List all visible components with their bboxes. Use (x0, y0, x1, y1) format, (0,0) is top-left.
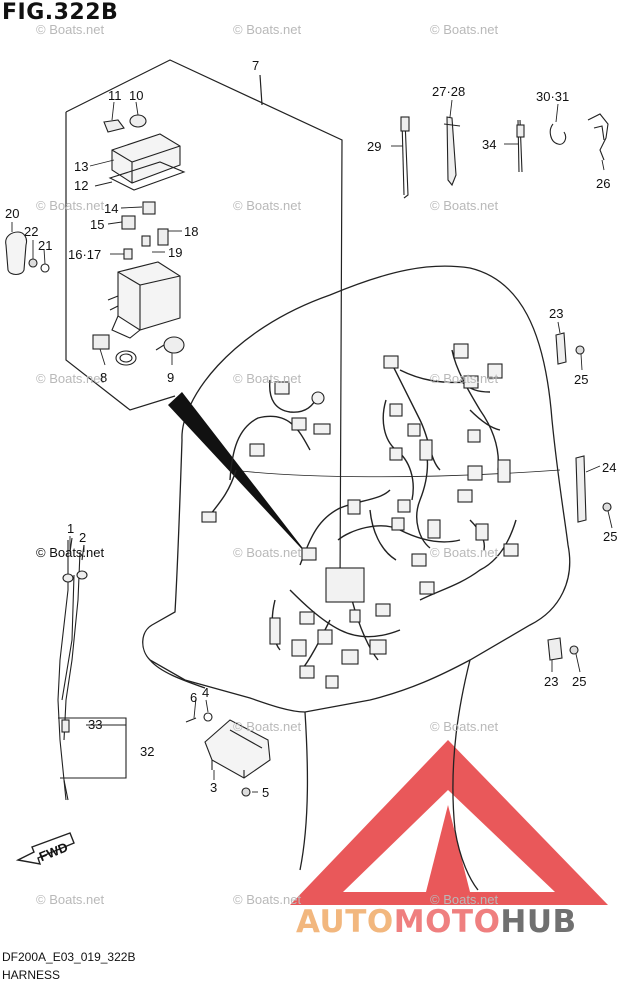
callout-25-mid: 25 (603, 529, 617, 544)
callout-9: 9 (167, 370, 174, 385)
figure-code: DF200A_E03_019_322B (2, 950, 136, 964)
callout-3: 3 (210, 780, 217, 795)
svg-text:© Boats.net: © Boats.net (36, 892, 105, 907)
svg-text:© Boats.net: © Boats.net (430, 892, 499, 907)
callout-7: 7 (252, 58, 259, 73)
callout-24: 24 (602, 460, 616, 475)
callout-10: 10 (129, 88, 143, 103)
harness-connectors (201, 343, 519, 689)
callout-34: 34 (482, 137, 496, 152)
parts-20-22 (5, 231, 50, 276)
callout-8: 8 (100, 370, 107, 385)
wiring-harness (209, 349, 517, 673)
parts-3-6 (185, 712, 271, 797)
figure-title: FIG.322B (2, 0, 119, 25)
callout-25-top: 25 (574, 372, 588, 387)
callout-14: 14 (104, 201, 118, 216)
parts-26-34 (400, 113, 609, 199)
svg-text:© Boats.net: © Boats.net (430, 719, 499, 734)
callout-16-17: 16·17 (68, 247, 101, 262)
callout-20: 20 (5, 206, 19, 221)
leader-pointer (168, 392, 312, 560)
callout-19: 19 (168, 245, 182, 260)
callout-27-28: 27·28 (432, 84, 465, 99)
parts-23-25 (547, 332, 612, 661)
callout-23-bottom: 23 (544, 674, 558, 689)
callout-23-top: 23 (549, 306, 563, 321)
svg-text:© Boats.net: © Boats.net (36, 198, 105, 213)
callout-2: 2 (79, 530, 86, 545)
callout-4: 4 (202, 685, 209, 700)
svg-text:© Boats.net: © Boats.net (233, 198, 302, 213)
callout-18: 18 (184, 224, 198, 239)
callout-22: 22 (24, 224, 38, 239)
callout-box-7 (65, 59, 343, 589)
callout-21: 21 (38, 238, 52, 253)
callout-29: 29 (367, 139, 381, 154)
callout-1: 1 (67, 521, 74, 536)
svg-text:© Boats.net: © Boats.net (36, 22, 105, 37)
callout-numbers: 7 11 10 13 12 14 15 18 16·17 19 8 9 20 2… (5, 58, 617, 800)
callout-30-31: 30·31 (536, 89, 569, 104)
callout-12: 12 (74, 178, 88, 193)
callout-33: 33 (88, 717, 102, 732)
callout-25-bottom: 25 (572, 674, 586, 689)
callout-5: 5 (262, 785, 269, 800)
callout-32: 32 (140, 744, 154, 759)
callout-11: 11 (108, 88, 122, 103)
autmotohub-watermark: AUTOMOTOHUB (296, 904, 577, 940)
callout-6: 6 (190, 690, 197, 705)
svg-text:© Boats.net: © Boats.net (430, 198, 499, 213)
figure-name: HARNESS (2, 968, 61, 982)
fuse-box-parts (92, 114, 186, 366)
leader-lines (11, 99, 613, 793)
fwd-arrow: FWD (15, 832, 75, 865)
svg-text:© Boats.net: © Boats.net (430, 545, 499, 560)
svg-text:© Boats.net: © Boats.net (233, 719, 302, 734)
svg-text:© Boats.net: © Boats.net (233, 22, 302, 37)
svg-text:© Boats.net: © Boats.net (233, 371, 302, 386)
svg-text:© Boats.net: © Boats.net (430, 371, 499, 386)
callout-15: 15 (90, 217, 104, 232)
svg-text:© Boats.net: © Boats.net (430, 22, 499, 37)
callout-26: 26 (596, 176, 610, 191)
boats-watermarks: © Boats.net © Boats.net © Boats.net © Bo… (36, 22, 499, 907)
watermark-triangle-logo (290, 740, 608, 905)
callout-13: 13 (74, 159, 88, 174)
svg-text:© Boats.net: © Boats.net (233, 545, 302, 560)
svg-text:© Boats.net: © Boats.net (36, 371, 105, 386)
svg-text:© Boats.net: © Boats.net (233, 892, 302, 907)
boats-watermark-dark: © Boats.net (36, 545, 105, 560)
parts-1-33 (57, 537, 127, 801)
